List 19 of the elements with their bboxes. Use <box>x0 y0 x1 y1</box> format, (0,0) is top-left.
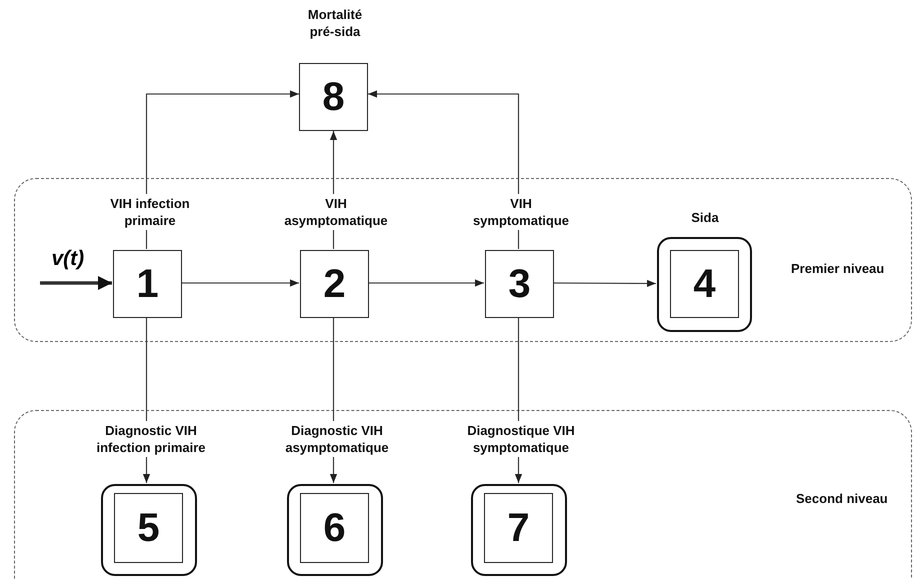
state-box: 2 <box>300 250 369 318</box>
state-box: 3 <box>485 250 554 318</box>
state-box: 4 <box>670 250 739 318</box>
state-box: 7 <box>484 493 553 563</box>
level-band <box>14 410 912 579</box>
arrow <box>40 276 112 290</box>
level-label: Second niveau <box>796 491 888 506</box>
arrow <box>368 90 520 249</box>
state-box: 1 <box>113 250 182 318</box>
state-box: 6 <box>300 493 369 563</box>
arrow <box>553 280 656 288</box>
edge-label: v(t) <box>50 247 86 271</box>
state-box: 8 <box>299 63 368 131</box>
arrow <box>368 279 484 287</box>
state-box: 5 <box>114 493 183 563</box>
arrow <box>181 279 299 287</box>
level-label: Premier niveau <box>791 261 884 276</box>
arrow <box>146 90 299 249</box>
level-band <box>14 178 912 342</box>
